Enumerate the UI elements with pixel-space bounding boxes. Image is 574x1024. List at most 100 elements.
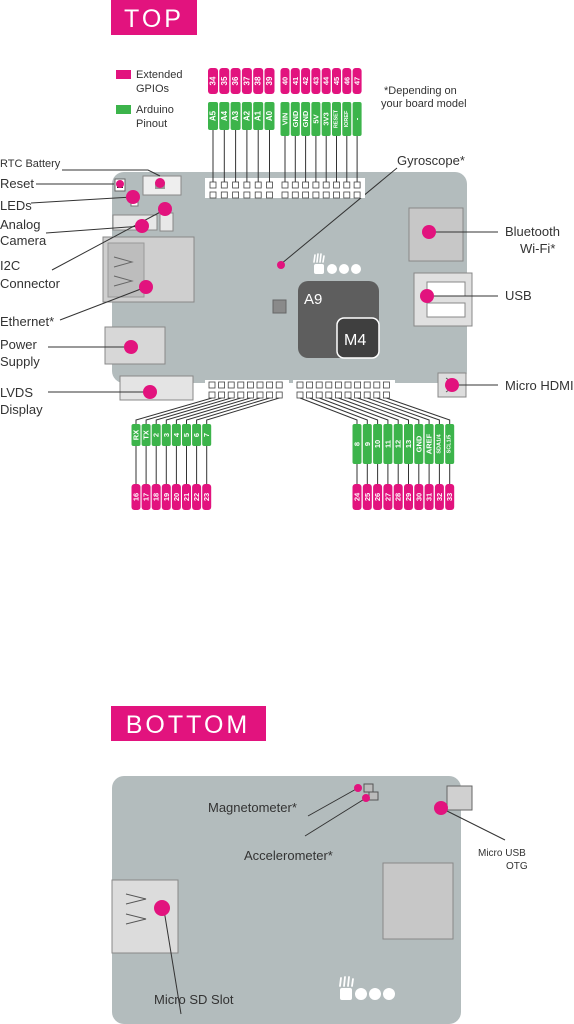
top-right-arduino-tag (311, 102, 321, 136)
top-left-arduino-label: A2 (242, 110, 251, 121)
bottom-right-gpio-number: 29 (404, 493, 413, 501)
header-bottom-right-pin-6 (354, 381, 362, 389)
header-top-right-row2-pin-7 (353, 191, 361, 199)
top-right-arduino-label: - (353, 117, 362, 120)
label-reset: Reset (0, 176, 34, 191)
header-top-right-row2-pin-2 (302, 191, 310, 199)
bottom-right-arduino-label: GND (414, 435, 423, 452)
bottom-right-gpio-number: 28 (394, 493, 403, 501)
ethernet-port-marks (113, 256, 134, 287)
header-top-left-pin-2 (232, 181, 240, 189)
ethernet-port-inner (107, 242, 145, 298)
header-bottom-right-row2-pin-3 (325, 391, 333, 399)
header-top-left-row2-pin-0 (209, 191, 217, 199)
top-left-gpio-number: 38 (254, 76, 263, 85)
bottom-left-gpio-number: 16 (132, 493, 141, 501)
top-title-banner (111, 0, 197, 35)
header-top-right: 40VIN41GND42GND435V443V345RESET46IOREF47… (277, 68, 365, 199)
bluetooth-wifi-module (408, 207, 464, 262)
header-bottom-left-row2-pin-2 (227, 391, 235, 399)
header-bottom-right-pin-4 (334, 381, 342, 389)
top-left-gpio-tag (219, 68, 230, 94)
model-note-line2: your board model (381, 98, 467, 110)
bottom-callout-lines (163, 787, 506, 1015)
top-right-arduino-label: 5V (311, 114, 320, 123)
top-left-arduino-tag (264, 102, 275, 130)
bottom-right-gpio-tag (393, 484, 403, 510)
m4-chip (336, 317, 380, 359)
header-top-right-strip (277, 178, 365, 198)
bottom-left-gpio-number: 20 (172, 493, 181, 501)
header-bottom-right-row2-pin-4 (334, 391, 342, 399)
header-top-right-row2-pin-4 (322, 191, 330, 199)
header-bottom-right-pin-0 (296, 381, 304, 389)
micro-sd-slot (111, 879, 179, 954)
top-right-gpio-tag (332, 68, 341, 94)
top-right-arduino-tag (332, 102, 341, 136)
header-top-right-pin-1 (291, 181, 299, 189)
a9-chip-label: A9 (304, 291, 322, 308)
leds-dot (126, 190, 140, 204)
bottom-left-gpio-number: 19 (162, 493, 171, 501)
bottom-right-arduino-label: 13 (404, 440, 413, 448)
model-note-line1: *Depending on (384, 85, 457, 97)
header-bottom-right-pin-2 (315, 381, 323, 389)
bottom-left-arduino-label: 4 (172, 432, 181, 437)
bottom-right-gpio-number: 24 (353, 492, 362, 501)
bottom-right-gpio-tag (383, 484, 393, 510)
top-right-gpio-number: 41 (291, 77, 300, 85)
top-left-gpio-number: 34 (209, 76, 218, 85)
bottom-right-arduino-label: 11 (383, 440, 392, 448)
top-left-gpio-number: 39 (265, 76, 274, 85)
bottom-right-arduino-tag (414, 424, 424, 464)
bottom-right-arduino-label: AREF (425, 433, 434, 454)
bottom-right-arduino-tag (383, 424, 393, 464)
header-bottom-left-pin-5 (256, 381, 264, 389)
header-bottom-left-row2-pin-6 (266, 391, 274, 399)
bottom-right-gpio-tag (404, 484, 413, 510)
top-right-gpio-number: 46 (342, 77, 351, 85)
bottom-right-arduino-label: 8 (353, 442, 362, 446)
top-right-gpio-tag (342, 68, 352, 94)
bottom-right-arduino-tag (404, 424, 413, 464)
bottom-right-arduino-tag (373, 424, 383, 464)
label-camera: Camera (0, 233, 47, 248)
header-bottom-left-pin-0 (208, 381, 216, 389)
bottom-left-gpio-tag (151, 484, 161, 510)
accelerometer-dot (362, 794, 370, 802)
bottom-left-arduino-label: 6 (192, 433, 201, 437)
bottom-left-gpio-tag (171, 484, 181, 510)
header-top-right-row2-pin-0 (281, 191, 289, 199)
bottom-right-arduino-tag (445, 424, 455, 464)
label-analog: Analog (0, 217, 40, 232)
label-ethernet: Ethernet* (0, 314, 54, 329)
top-right-arduino-tag (342, 102, 352, 136)
top-right-gpio-number: 44 (322, 76, 331, 85)
lvds-connector (119, 375, 194, 401)
header-bottom-left-row2-pin-7 (275, 391, 283, 399)
bottom-right-arduino-label: SDA1/4 (436, 433, 442, 453)
label-usb: USB (505, 288, 532, 303)
bottom-left-arduino-tag (131, 424, 141, 446)
bottom-right-gpio-number: 31 (425, 493, 434, 501)
bottom-right-arduino-label: 10 (373, 440, 382, 448)
bottom-left-gpio-number: 22 (192, 493, 201, 501)
header-bottom-right-row2-pin-2 (315, 391, 323, 399)
top-right-arduino-tag (290, 102, 300, 136)
bottom-left-arduino-tag (171, 424, 181, 446)
header-bottom-right-pin-1 (306, 381, 314, 389)
bluetooth-dot (422, 225, 436, 239)
ethernet-dot (139, 280, 153, 294)
top-right-gpio-number: 40 (281, 77, 290, 85)
header-top-left-row2-pin-3 (243, 191, 251, 199)
header-bottom-left-pin-3 (237, 381, 245, 389)
bottom-right-arduino-label: 9 (363, 442, 372, 446)
micro-sd-marks (125, 893, 147, 925)
legend-pinout-label: Pinout (136, 118, 167, 130)
header-bottom-right-row2-pin-7 (363, 391, 371, 399)
top-left-gpio-tag (253, 68, 264, 94)
top-right-gpio-tag (301, 68, 311, 94)
legend-gpios-label: GPIOs (136, 83, 170, 95)
